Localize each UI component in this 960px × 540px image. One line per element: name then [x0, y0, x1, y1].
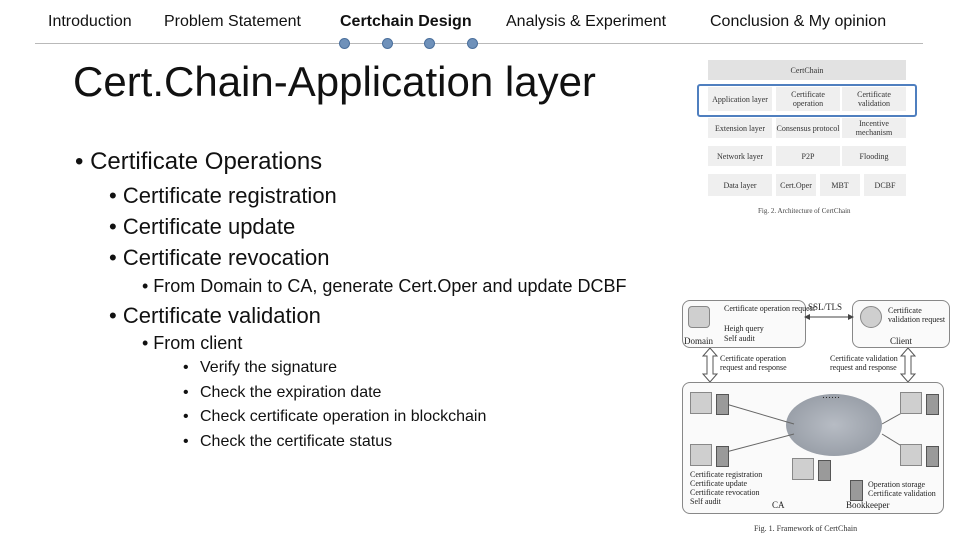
client-item: Certificate validation request	[888, 306, 946, 324]
nav-introduction[interactable]: Introduction	[48, 13, 132, 30]
left-flow-label: Certificate operation request and respon…	[720, 354, 787, 372]
nav-conclusion[interactable]: Conclusion & My opinion	[710, 13, 887, 30]
arch-cell: Flooding	[842, 146, 906, 166]
ca-item: Certificate revocation	[690, 488, 760, 497]
arch-cell: Certificate operation	[776, 87, 840, 111]
bullet-certificate-revocation: • Certificate revocation	[109, 245, 330, 270]
domain-updown-arrow	[702, 348, 718, 382]
arch-cell: Incentive mechanism	[842, 118, 906, 138]
arch-cell: Consensus protocol	[776, 118, 840, 138]
ca-building-icon	[900, 444, 922, 466]
domain-item: Certificate operation request	[724, 304, 816, 313]
progress-dot[interactable]	[467, 38, 478, 49]
ca-building-icon	[690, 444, 712, 466]
arch-cell: Cert.Oper	[776, 174, 816, 196]
bookkeeper-item: Certificate validation	[868, 489, 936, 498]
client-label: Client	[890, 336, 912, 346]
ca-building-icon	[792, 458, 814, 480]
framework-caption: Fig. 1. Framework of CertChain	[754, 524, 858, 533]
arch-layer-extension: Extension layer	[708, 118, 772, 138]
domain-server-icon	[688, 306, 710, 328]
server-icon	[926, 394, 939, 415]
architecture-figure: CertChain Application layer Certificate …	[708, 60, 906, 220]
cloud-label: ……	[822, 390, 840, 400]
blockchain-cloud	[786, 394, 882, 456]
nav-problem-statement[interactable]: Problem Statement	[164, 13, 301, 30]
bullet-from-client: • From client	[142, 333, 243, 353]
arch-caption: Fig. 2. Architecture of CertChain	[758, 207, 851, 215]
ca-item: Certificate registration	[690, 470, 763, 479]
progress-dot[interactable]	[424, 38, 435, 49]
validation-step: •Check certificate operation in blockcha…	[183, 408, 487, 425]
framework-figure: Domain Certificate operation request Hei…	[674, 298, 960, 540]
arch-cell: MBT	[820, 174, 860, 196]
client-user-icon	[860, 306, 882, 328]
ca-building-icon	[900, 392, 922, 414]
domain-item: Heigh query	[724, 324, 764, 333]
arch-layer-network: Network layer	[708, 146, 772, 166]
arch-layer-data: Data layer	[708, 174, 772, 196]
bullet-certificate-validation: • Certificate validation	[109, 303, 321, 328]
arch-layer-application: Application layer	[708, 87, 772, 111]
ssl-link-arrow	[804, 314, 854, 320]
nav-divider	[35, 43, 923, 44]
slide-title: Cert.Chain-Application layer	[73, 58, 596, 105]
domain-item: Self audit	[724, 334, 755, 343]
arch-header: CertChain	[708, 60, 906, 80]
ca-building-icon	[690, 392, 712, 414]
ca-item: Self audit	[690, 497, 721, 506]
server-icon	[926, 446, 939, 467]
nav-analysis-experiment[interactable]: Analysis & Experiment	[506, 13, 667, 30]
bullet-certificate-registration: • Certificate registration	[109, 183, 337, 208]
bookkeeper-label: Bookkeeper	[846, 500, 890, 510]
ca-item: Certificate update	[690, 479, 748, 488]
arch-cell: Certificate validation	[842, 87, 906, 111]
server-icon	[716, 446, 729, 467]
client-updown-arrow	[900, 348, 916, 382]
progress-dot[interactable]	[382, 38, 393, 49]
validation-step: •Check the expiration date	[183, 384, 382, 401]
bookkeeper-item: Operation storage	[868, 480, 926, 489]
arch-cell: P2P	[776, 146, 840, 166]
ssl-tls-label: SSL/TLS	[808, 302, 843, 312]
ca-label: CA	[772, 500, 785, 510]
validation-step: •Check the certificate status	[183, 433, 393, 450]
validation-step: •Verify the signature	[183, 359, 337, 376]
server-icon	[818, 460, 831, 481]
progress-dot[interactable]	[339, 38, 350, 49]
bookkeeper-server-icon	[850, 480, 863, 501]
section-nav: Introduction Problem Statement Certchain…	[0, 0, 960, 52]
bullet-certificate-update: • Certificate update	[109, 214, 296, 239]
bullet-certificate-operations: • Certificate Operations	[75, 148, 323, 175]
nav-certchain-design[interactable]: Certchain Design	[340, 13, 472, 30]
arch-cell: DCBF	[864, 174, 906, 196]
application-layer-highlight	[697, 84, 917, 117]
domain-label: Domain	[684, 336, 713, 346]
server-icon	[716, 394, 729, 415]
bullet-revocation-detail: • From Domain to CA, generate Cert.Oper …	[142, 276, 627, 296]
right-flow-label: Certificate validation request and respo…	[830, 354, 898, 372]
